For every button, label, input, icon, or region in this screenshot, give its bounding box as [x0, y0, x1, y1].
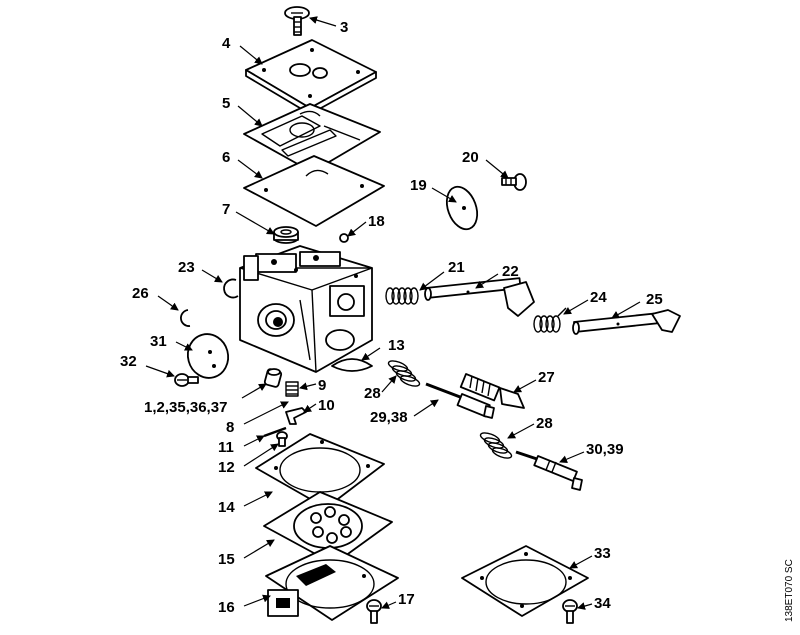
part-screw-12: [276, 431, 288, 447]
callout-9: 9: [318, 377, 326, 394]
callout-32: 32: [120, 353, 137, 370]
part-carburetor-body: [239, 245, 373, 373]
callout-21: 21: [448, 259, 465, 276]
callout-31: 31: [150, 333, 167, 350]
part-ball-18: [339, 233, 349, 243]
callout-22: 22: [502, 263, 519, 280]
callout-28-upper: 28: [364, 385, 381, 402]
callout-33: 33: [594, 545, 611, 562]
part-disc-31: [186, 333, 230, 379]
callout-4: 4: [222, 35, 231, 52]
callout-11: 11: [218, 439, 234, 456]
reference-code: 138ET070 SC: [784, 559, 795, 622]
callout-25: 25: [646, 291, 663, 308]
callout-7: 7: [222, 201, 230, 218]
callout-1-2-35-36-37: 1,2,35,36,37: [144, 399, 227, 416]
callout-28-lower: 28: [536, 415, 553, 432]
callout-14: 14: [218, 499, 235, 516]
callout-34: 34: [594, 595, 611, 612]
part-nut-7: [273, 226, 299, 244]
callout-26: 26: [132, 285, 149, 302]
part-jet-1: [263, 368, 283, 388]
callout-13: 13: [388, 337, 405, 354]
callout-18: 18: [368, 213, 385, 230]
part-cover-16: [265, 545, 399, 621]
part-needle-30: [515, 450, 583, 491]
part-pin-11: [263, 426, 287, 438]
part-spring-21: [385, 287, 419, 305]
part-diaphragm-6: [243, 155, 385, 227]
part-spring-9: [285, 381, 299, 397]
part-flap-13: [331, 358, 373, 372]
part-cover-4: [245, 39, 377, 115]
callout-20: 20: [462, 149, 479, 166]
part-spring-24: [533, 307, 567, 333]
callout-27: 27: [538, 369, 555, 386]
callout-24: 24: [590, 289, 607, 306]
part-shaft-25: [572, 309, 681, 335]
part-screw-34: [562, 599, 578, 624]
callout-29-38: 29,38: [370, 409, 408, 426]
part-clip-23: [223, 278, 239, 299]
part-screw-20: [501, 173, 527, 191]
part-clip-26: [180, 309, 191, 327]
part-screw-17: [366, 599, 382, 624]
part-shaft-22: [424, 277, 535, 317]
part-spring-28a: [387, 360, 421, 387]
part-screw-27: [459, 373, 525, 409]
callout-19: 19: [410, 177, 427, 194]
part-gasket-33: [461, 545, 589, 617]
part-lever-10: [285, 407, 307, 425]
part-needle-29: [425, 382, 495, 419]
callout-16: 16: [218, 599, 235, 616]
part-disc-19: [445, 185, 479, 231]
part-gasket-5: [243, 103, 381, 173]
callout-6: 6: [222, 149, 230, 166]
callout-10: 10: [318, 397, 335, 414]
leader-lines: [145, 16, 641, 610]
callout-17: 17: [398, 591, 415, 608]
callout-15: 15: [218, 551, 235, 568]
callout-8: 8: [226, 419, 234, 436]
part-screw-3: [284, 6, 310, 36]
callout-5: 5: [222, 95, 230, 112]
part-screw-32: [174, 373, 199, 387]
callout-3: 3: [340, 19, 348, 36]
callout-30-39: 30,39: [586, 441, 624, 458]
part-spring-28b: [479, 432, 513, 459]
part-diaphragm-15: [263, 491, 393, 565]
callout-23: 23: [178, 259, 195, 276]
callout-12: 12: [218, 459, 235, 476]
